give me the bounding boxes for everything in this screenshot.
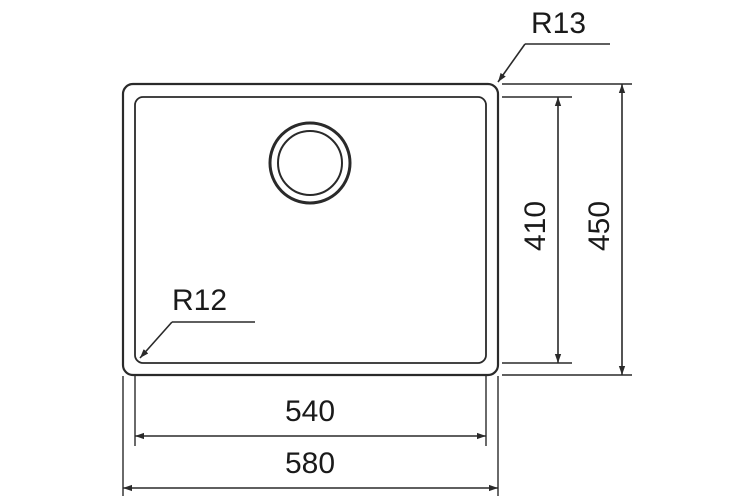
drain-icon — [268, 121, 352, 205]
outer-height-dimension: 450 — [583, 84, 626, 375]
inner-width-label: 540 — [285, 395, 335, 428]
sink-outer-outline — [121, 82, 500, 377]
inner-height-label: 410 — [519, 201, 552, 251]
outer-width-label: 580 — [285, 447, 335, 480]
sink-inner-bowl-outline — [134, 96, 487, 364]
inner-radius-label: R12 — [172, 284, 227, 317]
outer-radius-callout: R13 — [497, 7, 610, 83]
inner-radius-callout: R12 — [139, 284, 255, 359]
outer-height-label: 450 — [583, 201, 616, 251]
inner-height-dimension: 410 — [519, 97, 562, 363]
outer-width-dimension: 580 — [123, 447, 498, 492]
outer-radius-label: R13 — [531, 7, 586, 40]
inner-width-dimension: 540 — [135, 395, 486, 440]
